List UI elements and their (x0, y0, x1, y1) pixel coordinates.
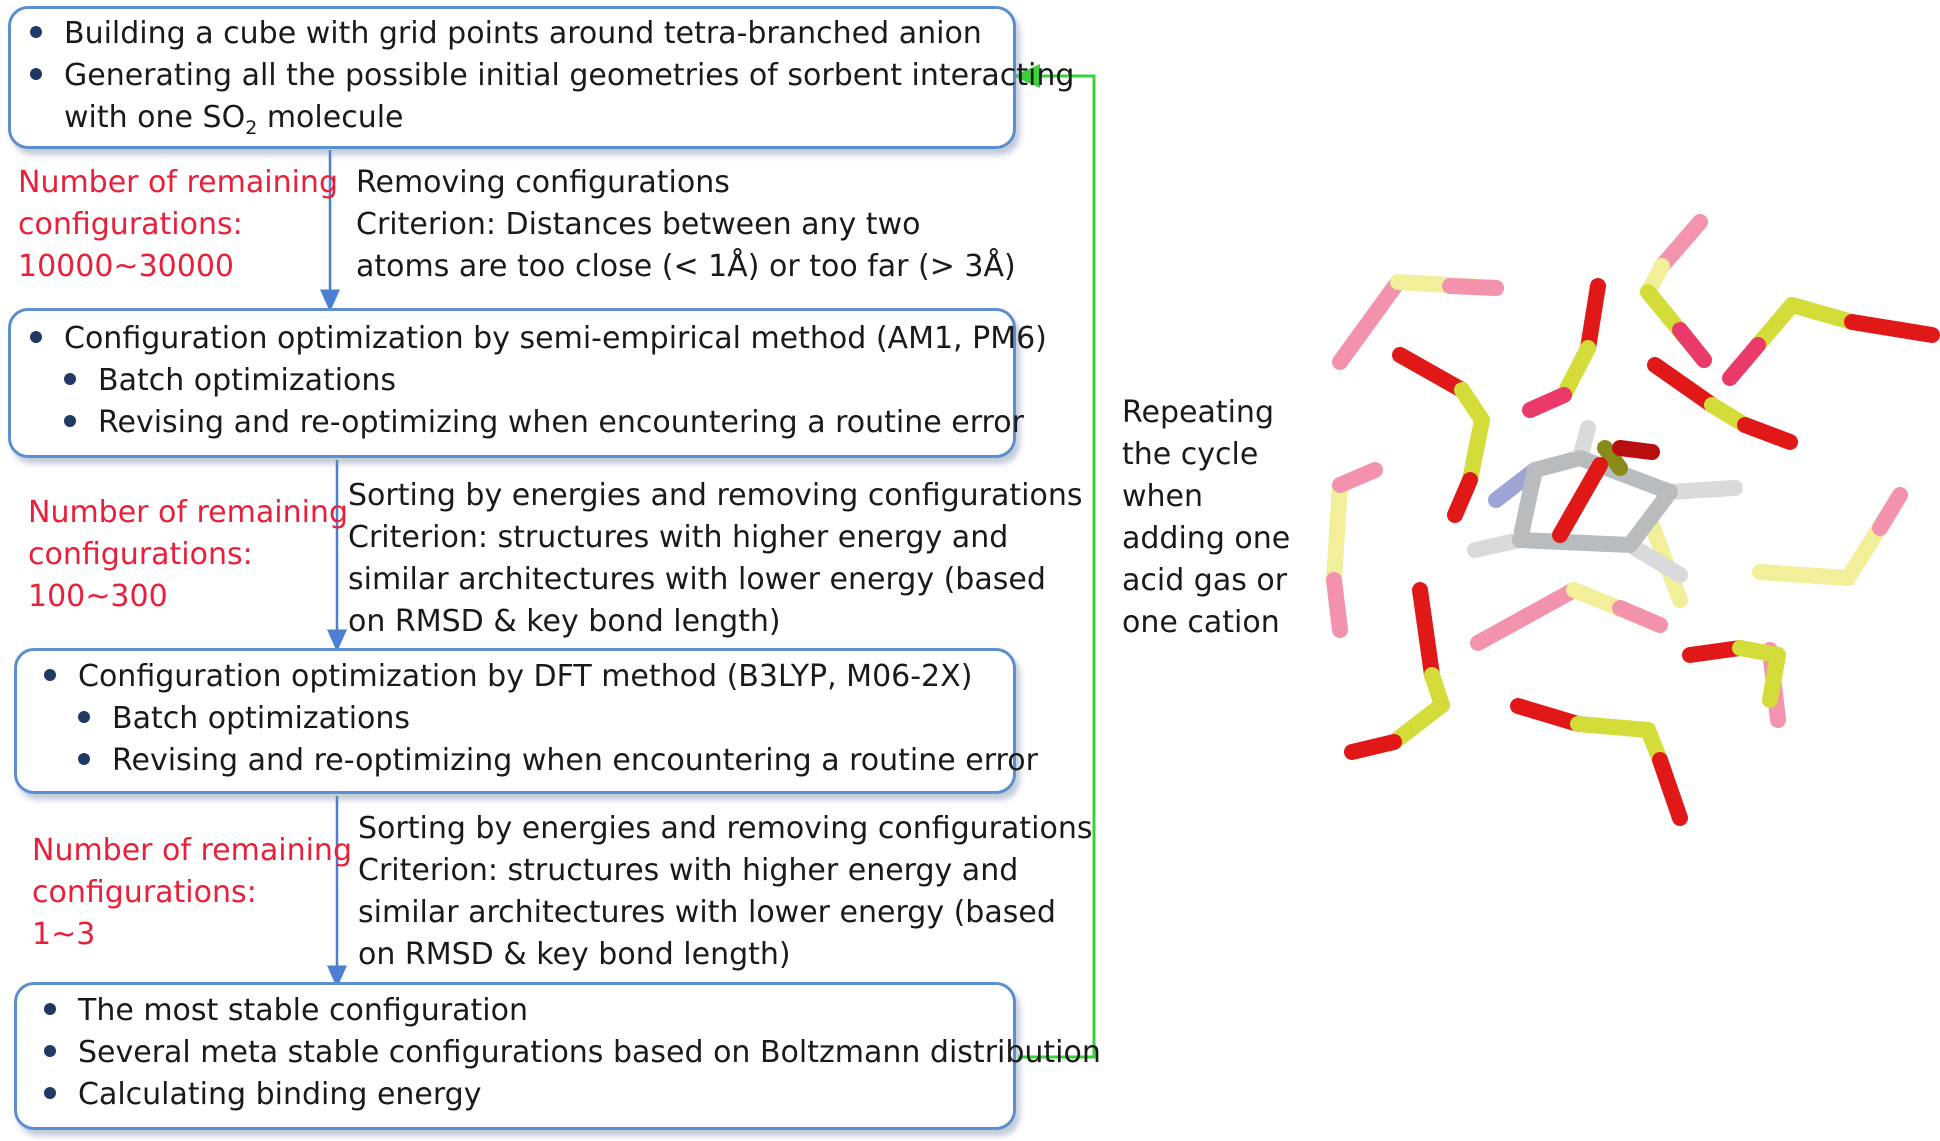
loop-label-5: acid gas or (1122, 563, 1288, 598)
bullet-icon (30, 67, 42, 80)
box-semi-empirical (8, 308, 1016, 458)
step1-count-value: 10000~30000 (18, 249, 235, 284)
box4-item-2: Several meta stable configurations based… (44, 1032, 1101, 1074)
step2-criterion-3: on RMSD & key bond length) (348, 604, 781, 639)
step3-action: Sorting by energies and removing configu… (358, 811, 1093, 846)
step2-count-label-2: configurations: (28, 537, 253, 572)
bullet-icon (30, 330, 42, 343)
box-dft (14, 648, 1016, 794)
box1-item-2-cont: with one SO2 molecule (64, 100, 404, 139)
box3-item-2: Batch optimizations (78, 698, 410, 740)
box2-item-3: Revising and re-optimizing when encounte… (64, 402, 1024, 444)
step2-count-label: Number of remaining (28, 495, 348, 530)
step3-criterion: Criterion: structures with higher energy… (358, 853, 1019, 888)
loop-label-6: one cation (1122, 605, 1280, 640)
box-final-results (14, 982, 1016, 1130)
step3-count-label-2: configurations: (32, 875, 257, 910)
box-initial-geometries (8, 6, 1016, 149)
bullet-icon (44, 1086, 56, 1099)
box1-item-1: Building a cube with grid points around … (30, 13, 982, 55)
step2-criterion-2: similar architectures with lower energy … (348, 562, 1046, 597)
loop-label-4: adding one (1122, 521, 1291, 556)
box2-item-2: Batch optimizations (64, 360, 396, 402)
step1-criterion-2: atoms are too close (< 1Å) or too far (>… (356, 249, 1016, 284)
step1-action: Removing configurations (356, 165, 730, 200)
box4-item-3: Calculating binding energy (44, 1074, 481, 1116)
bullet-icon (30, 25, 42, 38)
loop-label-2: the cycle (1122, 437, 1259, 472)
step3-criterion-2: similar architectures with lower energy … (358, 895, 1056, 930)
box4-item-1: The most stable configuration (44, 990, 528, 1032)
step1-criterion: Criterion: Distances between any two (356, 207, 921, 242)
step1-count-label: Number of remaining (18, 165, 338, 200)
step2-count-value: 100~300 (28, 579, 168, 614)
step3-criterion-3: on RMSD & key bond length) (358, 937, 791, 972)
loop-arrow (1013, 64, 1096, 1059)
bullet-icon (64, 414, 76, 427)
bullet-icon (44, 668, 56, 681)
bullet-icon (44, 1044, 56, 1057)
loop-label-3: when (1122, 479, 1204, 514)
box2-item-1: Configuration optimization by semi-empir… (30, 318, 1047, 360)
box3-item-1: Configuration optimization by DFT method… (44, 656, 972, 698)
step3-count-label: Number of remaining (32, 833, 352, 868)
step2-criterion: Criterion: structures with higher energy… (348, 520, 1009, 555)
step2-action: Sorting by energies and removing configu… (348, 478, 1083, 513)
box1-item-2: Generating all the possible initial geom… (30, 55, 1074, 97)
bullet-icon (78, 710, 90, 723)
step1-count-label-2: configurations: (18, 207, 243, 242)
bullet-icon (78, 752, 90, 765)
step3-count-value: 1~3 (32, 917, 96, 952)
bullet-icon (44, 1002, 56, 1015)
box3-item-3: Revising and re-optimizing when encounte… (78, 740, 1038, 782)
bullet-icon (64, 372, 76, 385)
loop-label-1: Repeating (1122, 395, 1274, 430)
